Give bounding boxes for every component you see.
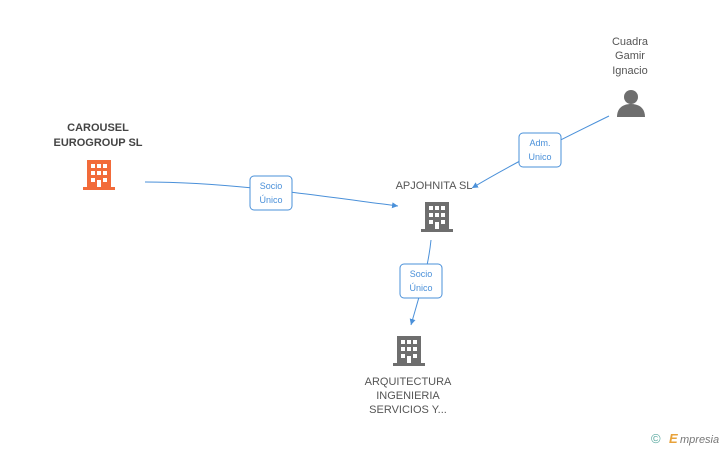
node-arquitectura[interactable]: ARQUITECTURA INGENIERIA SERVICIOS Y... [365, 336, 452, 416]
building-icon [83, 160, 115, 190]
node-label-line: ARQUITECTURA [365, 376, 452, 388]
brand-name: mpresia [680, 434, 719, 446]
node-apjohnita[interactable]: APJOHNITA SL [396, 180, 473, 232]
brand-initial: E [669, 431, 678, 446]
building-icon [421, 202, 453, 232]
edge-label-line: Único [259, 195, 282, 205]
copyright-icon: © [651, 431, 661, 446]
building-icon [393, 336, 425, 366]
edge-label-line: Socio [260, 181, 283, 191]
node-person[interactable]: Cuadra Gamir Ignacio [612, 36, 649, 117]
edge-label-line: Unico [528, 152, 551, 162]
edge-label-apjohnita-arquitectura[interactable]: Socio Único [399, 263, 443, 299]
person-icon [617, 90, 645, 117]
node-label-line: EUROGROUP SL [53, 137, 142, 149]
node-label-line: Ignacio [612, 65, 647, 77]
edge-label-line: Adm. [529, 138, 550, 148]
edge-label-person-apjohnita[interactable]: Adm. Unico [518, 132, 562, 168]
edge-label-carousel-apjohnita[interactable]: Socio Único [249, 175, 293, 211]
node-label-line: Cuadra [612, 36, 649, 48]
node-label-line: CAROUSEL [67, 122, 129, 134]
edge-label-line: Socio [410, 269, 433, 279]
edge-label-line: Único [409, 283, 432, 293]
node-carousel-eurogroup[interactable]: CAROUSEL EUROGROUP SL [53, 122, 143, 190]
node-label-line: Gamir [615, 50, 645, 62]
node-label-line: INGENIERIA [376, 390, 440, 402]
node-label-line: APJOHNITA SL [396, 180, 473, 192]
node-label-line: SERVICIOS Y... [369, 404, 447, 416]
brand-logo: © E mpresia [651, 431, 719, 446]
